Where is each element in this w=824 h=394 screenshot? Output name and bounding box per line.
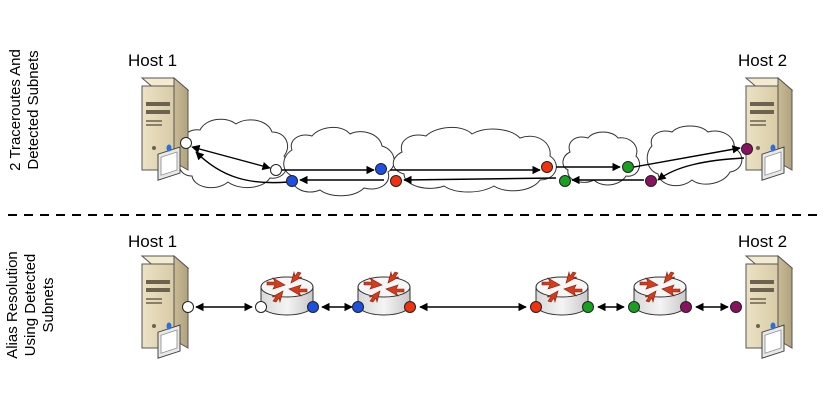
interface-dot-icon [390,175,402,187]
interface-dots-bottom [182,301,742,313]
interface-dot-icon [622,161,634,173]
interface-dot-icon [182,301,194,313]
host2-server-icon [745,77,793,181]
interface-dot-icon [352,301,364,313]
bottom-label-line1: Alias Resolution [4,251,21,359]
router-icon [535,271,589,316]
top-label-line2: Detected Subnets [25,50,42,169]
interface-dot-icon [286,175,298,187]
interface-dot-icon [680,301,692,313]
bottom-host1-label: Host 1 [128,232,177,251]
interface-dot-icon [730,301,742,313]
interface-dot-icon [645,175,657,187]
host1-server-icon [141,77,189,181]
host2-server-icon [745,255,793,359]
interface-dot-icon [628,301,640,313]
router-icon [357,271,411,316]
traceroute-arrows [191,144,745,185]
interface-dot-icon [559,175,571,187]
bottom-label-line2: Using Detected [22,254,39,357]
host1-server-icon [141,255,189,359]
interface-dot-icon [180,137,192,149]
interface-dots-top [180,137,753,187]
bottom-label-line3: Subnets [40,277,57,332]
bottom-host2-label: Host 2 [738,232,787,251]
interface-dot-icon [582,301,594,313]
cloud-icon [562,131,641,186]
top-host1-label: Host 1 [128,51,177,70]
cloud-icon [392,127,557,193]
interface-dot-icon [255,301,267,313]
router-icon [633,271,687,316]
top-section-label: 2 Traceroutes And Detected Subnets [7,49,42,171]
interface-dot-icon [375,163,387,175]
top-label-line1: 2 Traceroutes And [7,49,24,171]
interface-dot-icon [270,164,282,176]
bottom-section-label: Alias Resolution Using Detected Subnets [4,251,57,359]
cloud-icon [178,118,288,189]
interface-dot-icon [530,301,542,313]
interface-dot-icon [307,301,319,313]
cloud-icon [283,127,395,197]
interface-dot-icon [404,301,416,313]
interface-dot-icon [741,143,753,155]
interface-dot-icon [541,161,553,173]
top-host2-label: Host 2 [738,51,787,70]
router-icon [260,271,314,316]
